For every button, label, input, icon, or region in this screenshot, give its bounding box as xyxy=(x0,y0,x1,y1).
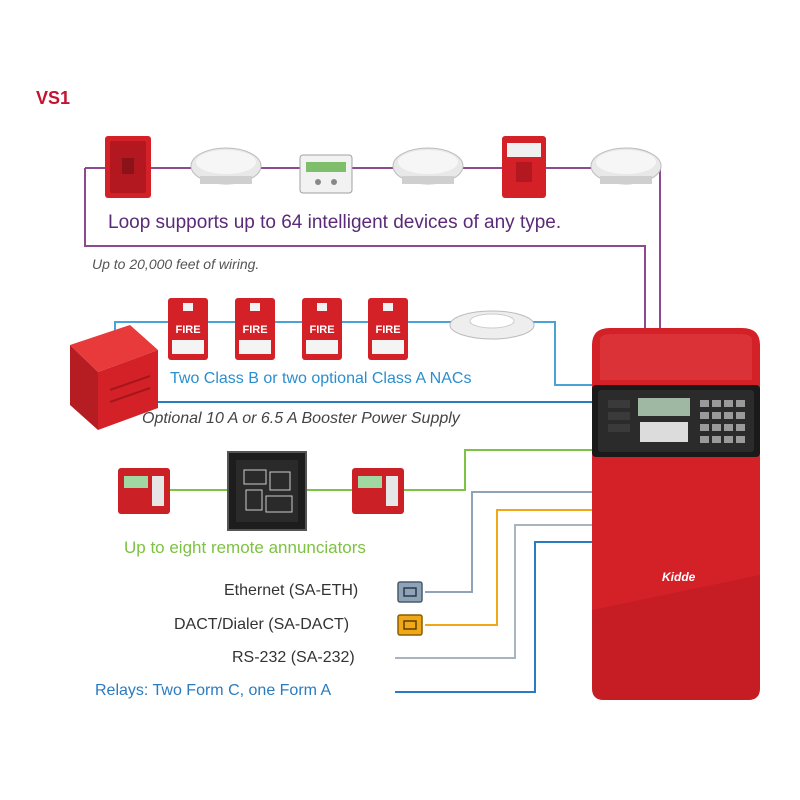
horn-strobe-device: FIRE xyxy=(168,298,208,360)
strobe-fire-label: FIRE xyxy=(242,324,267,336)
horn-strobe-device: FIRE xyxy=(302,298,342,360)
annunciator-caption: Up to eight remote annunciators xyxy=(124,538,366,557)
pull-station-device xyxy=(502,136,546,198)
remote-annunciator-device xyxy=(352,468,404,514)
ethernet-module-icon xyxy=(397,581,423,603)
remote-annunciator-device xyxy=(118,468,170,514)
booster-power-supply-device xyxy=(70,325,158,430)
wiring-note: Up to 20,000 feet of wiring. xyxy=(92,256,260,272)
pull-station-device xyxy=(105,136,151,198)
horn-strobe-device: FIRE xyxy=(235,298,275,360)
smoke-detector-device xyxy=(392,147,464,185)
ethernet-wire xyxy=(425,491,592,593)
loop-wire xyxy=(592,167,661,332)
strobe-fire-label: FIRE xyxy=(375,324,400,336)
booster-caption: Optional 10 A or 6.5 A Booster Power Sup… xyxy=(142,410,460,427)
interface-module-device xyxy=(299,154,353,194)
graphic-annunciator-device xyxy=(227,451,307,531)
fire-alarm-control-panel xyxy=(592,328,760,700)
dact-wire xyxy=(425,509,592,626)
dact-module-icon xyxy=(397,614,423,636)
strobe-fire-label: FIRE xyxy=(175,324,200,336)
ceiling-strobe-device xyxy=(449,310,535,340)
relay-wire xyxy=(395,541,592,693)
strobe-fire-label: FIRE xyxy=(309,324,334,336)
diagram-title: VS1 xyxy=(36,88,71,108)
smoke-detector-device xyxy=(190,147,262,185)
loop-caption: Loop supports up to 64 intelligent devic… xyxy=(108,212,562,233)
horn-strobe-device: FIRE xyxy=(368,298,408,360)
dact-option-label: DACT/Dialer (SA-DACT) xyxy=(174,616,350,633)
smoke-detector-device xyxy=(590,147,662,185)
nac-caption: Two Class B or two optional Class A NACs xyxy=(170,370,472,387)
relay-option-label: Relays: Two Form C, one Form A xyxy=(95,682,332,699)
panel-brand-logo: Kidde xyxy=(662,570,696,584)
loop-wire-return xyxy=(84,168,646,332)
rs232-wire xyxy=(395,524,592,659)
ethernet-option-label: Ethernet (SA-ETH) xyxy=(224,582,359,599)
rs232-option-label: RS-232 (SA-232) xyxy=(232,649,355,666)
